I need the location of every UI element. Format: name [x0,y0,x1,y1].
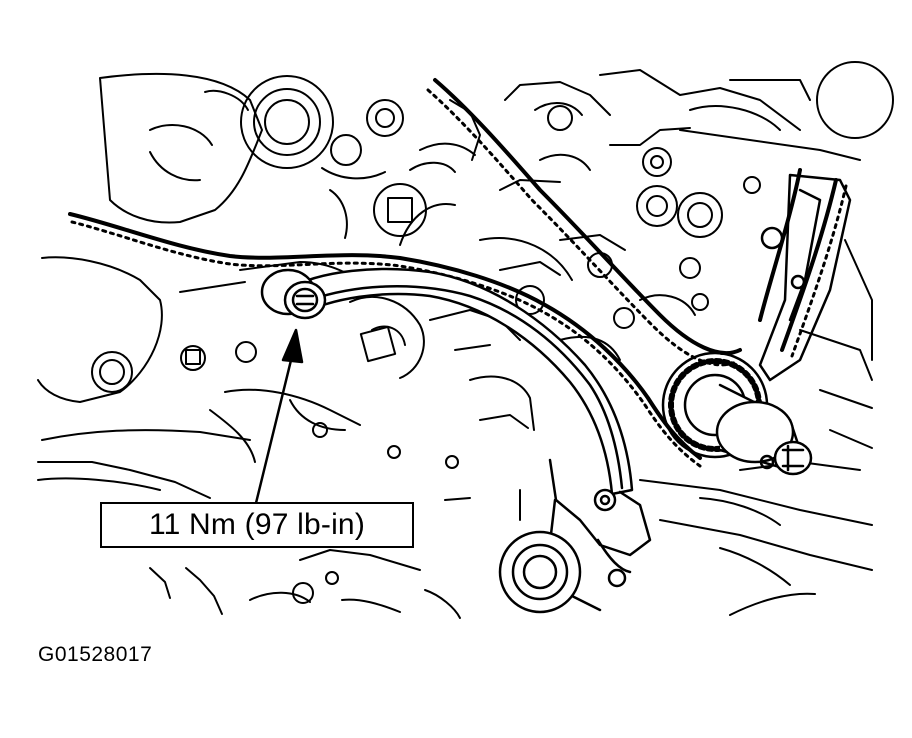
torque-callout: 11 Nm (97 lb-in) [100,502,414,548]
crank-sprocket [661,351,813,476]
lower-engine-outline [149,479,873,619]
guide-pivot-bolt [260,268,327,320]
timing-chain-left [68,212,702,468]
idler-pulley [498,530,582,614]
right-tensioner [758,173,852,382]
torque-callout-label: 11 Nm (97 lb-in) [148,508,366,541]
timing-chain-right [426,78,742,367]
figure-id: G01528017 [38,643,153,666]
timing-chain-vertical [758,168,848,358]
chain-guide-arm [284,267,634,496]
tensioner-bracket [546,458,652,612]
callout-arrow [254,328,304,505]
